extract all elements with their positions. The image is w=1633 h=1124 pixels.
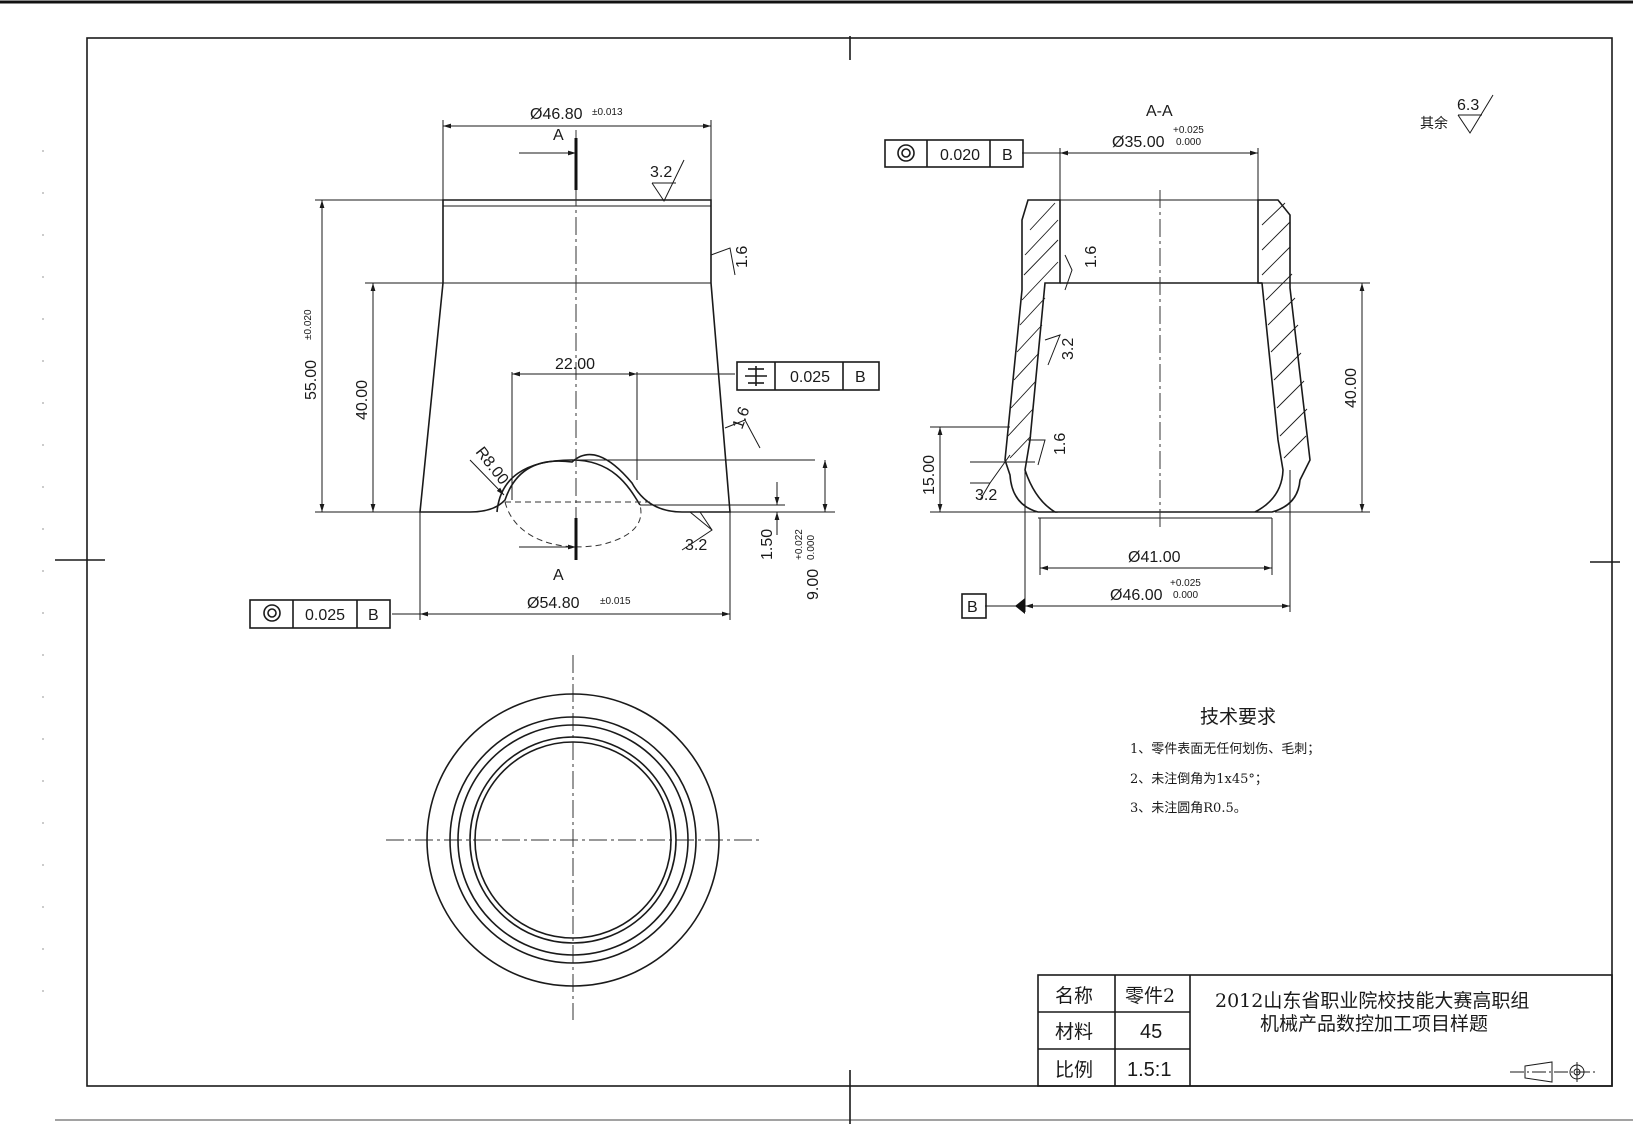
dim-41: Ø41.00 bbox=[1128, 549, 1181, 566]
dim-900: 9.00 bbox=[805, 569, 822, 600]
dim-radius-r8: R8.00 bbox=[472, 444, 512, 488]
general-roughness: 6.3 其余 bbox=[1420, 94, 1494, 134]
dim-40-section: 40.00 bbox=[1343, 368, 1360, 408]
rough-front-d: 3.2 bbox=[685, 537, 707, 554]
tol-900-upper: +0.022 bbox=[794, 529, 805, 560]
fcf-concentric-section-value: 0.020 bbox=[940, 147, 980, 164]
section-hatch bbox=[1007, 202, 1308, 459]
fcf-concentric-front-value: 0.025 bbox=[305, 607, 345, 624]
tb-material-label: 材料 bbox=[1055, 1021, 1093, 1043]
dim-top-diameter: Ø46.80 bbox=[530, 106, 583, 123]
fcf-symmetry-value: 0.025 bbox=[790, 369, 830, 386]
general-roughness-value: 6.3 bbox=[1457, 97, 1479, 114]
projection-symbol-icon bbox=[1510, 1061, 1595, 1083]
general-roughness-label: 其余 bbox=[1420, 115, 1448, 132]
tb-material-value: 45 bbox=[1140, 1021, 1162, 1043]
dim-15: 15.00 bbox=[921, 455, 938, 495]
tech-item-3: 3、未注圆角R0.5。 bbox=[1130, 801, 1247, 816]
dim-22: 22.00 bbox=[555, 356, 595, 373]
dim-height-55: 55.00 bbox=[303, 360, 320, 400]
tb-title-line2: 机械产品数控加工项目样题 bbox=[1260, 1013, 1488, 1035]
fcf-symmetry: 0.025 B bbox=[736, 361, 880, 391]
section-label-a-top: A bbox=[553, 127, 564, 144]
top-view bbox=[386, 655, 762, 1020]
tb-scale-label: 比例 bbox=[1055, 1059, 1093, 1081]
dim-40-front: 40.00 bbox=[354, 380, 371, 420]
tech-item-1: 1、零件表面无任何划伤、毛刺； bbox=[1130, 741, 1320, 757]
datum-b-label: B bbox=[967, 599, 978, 616]
fcf-concentric-front: 0.025 B bbox=[249, 599, 391, 629]
tol-46-lower: 0.000 bbox=[1173, 590, 1198, 601]
rough-section-b: 3.2 bbox=[1060, 338, 1077, 360]
tol-top-diameter: ±0.013 bbox=[592, 107, 623, 118]
tech-title: 技术要求 bbox=[1200, 706, 1276, 728]
dim-46: Ø46.00 bbox=[1110, 587, 1163, 604]
tol-bore-upper: +0.025 bbox=[1173, 125, 1204, 136]
dim-bottom-diameter: Ø54.80 bbox=[527, 595, 580, 612]
tb-name-label: 名称 bbox=[1055, 985, 1093, 1007]
title-block: 名称 零件2 材料 45 比例 1.5:1 2012山东省职业院校技能大赛高职组… bbox=[1037, 974, 1613, 1087]
rough-front-b: 1.6 bbox=[734, 246, 751, 268]
tol-bottom-diameter: ±0.015 bbox=[600, 596, 631, 607]
section-label-a-bottom: A bbox=[553, 567, 564, 584]
fcf-concentric-front-datum: B bbox=[368, 607, 379, 624]
section-view: A-A bbox=[884, 103, 1370, 619]
tb-scale-value: 1.5:1 bbox=[1127, 1059, 1171, 1081]
rough-section-a: 1.6 bbox=[1083, 246, 1100, 268]
rough-front-c: 1.6 bbox=[730, 405, 754, 432]
section-title: A-A bbox=[1146, 103, 1173, 120]
tol-height-55: ±0.020 bbox=[303, 309, 314, 340]
tol-46-upper: +0.025 bbox=[1170, 578, 1201, 589]
rough-front-a: 3.2 bbox=[650, 164, 672, 181]
tol-900-lower: 0.000 bbox=[806, 535, 817, 560]
dim-bore-diameter: Ø35.00 bbox=[1112, 134, 1165, 151]
tech-requirements: 技术要求 1、零件表面无任何划伤、毛刺； 2、未注倒角为1x45°； 3、未注圆… bbox=[1130, 706, 1320, 816]
tb-name-value: 零件2 bbox=[1125, 985, 1175, 1007]
fcf-symmetry-datum: B bbox=[855, 369, 866, 386]
front-view: A A Ø46.80 ±0.013 55.00 ±0.020 40.00 22.… bbox=[249, 106, 880, 629]
rough-section-c: 1.6 bbox=[1052, 433, 1069, 455]
fcf-concentric-section-datum: B bbox=[1002, 147, 1013, 164]
dim-150: 1.50 bbox=[759, 529, 776, 560]
tech-item-2: 2、未注倒角为1x45°； bbox=[1130, 772, 1268, 787]
tol-bore-lower: 0.000 bbox=[1176, 137, 1201, 148]
rough-section-d: 3.2 bbox=[975, 487, 997, 504]
tb-title-line1: 2012山东省职业院校技能大赛高职组 bbox=[1215, 990, 1529, 1012]
fcf-concentric-section: 0.020 B bbox=[884, 139, 1024, 168]
